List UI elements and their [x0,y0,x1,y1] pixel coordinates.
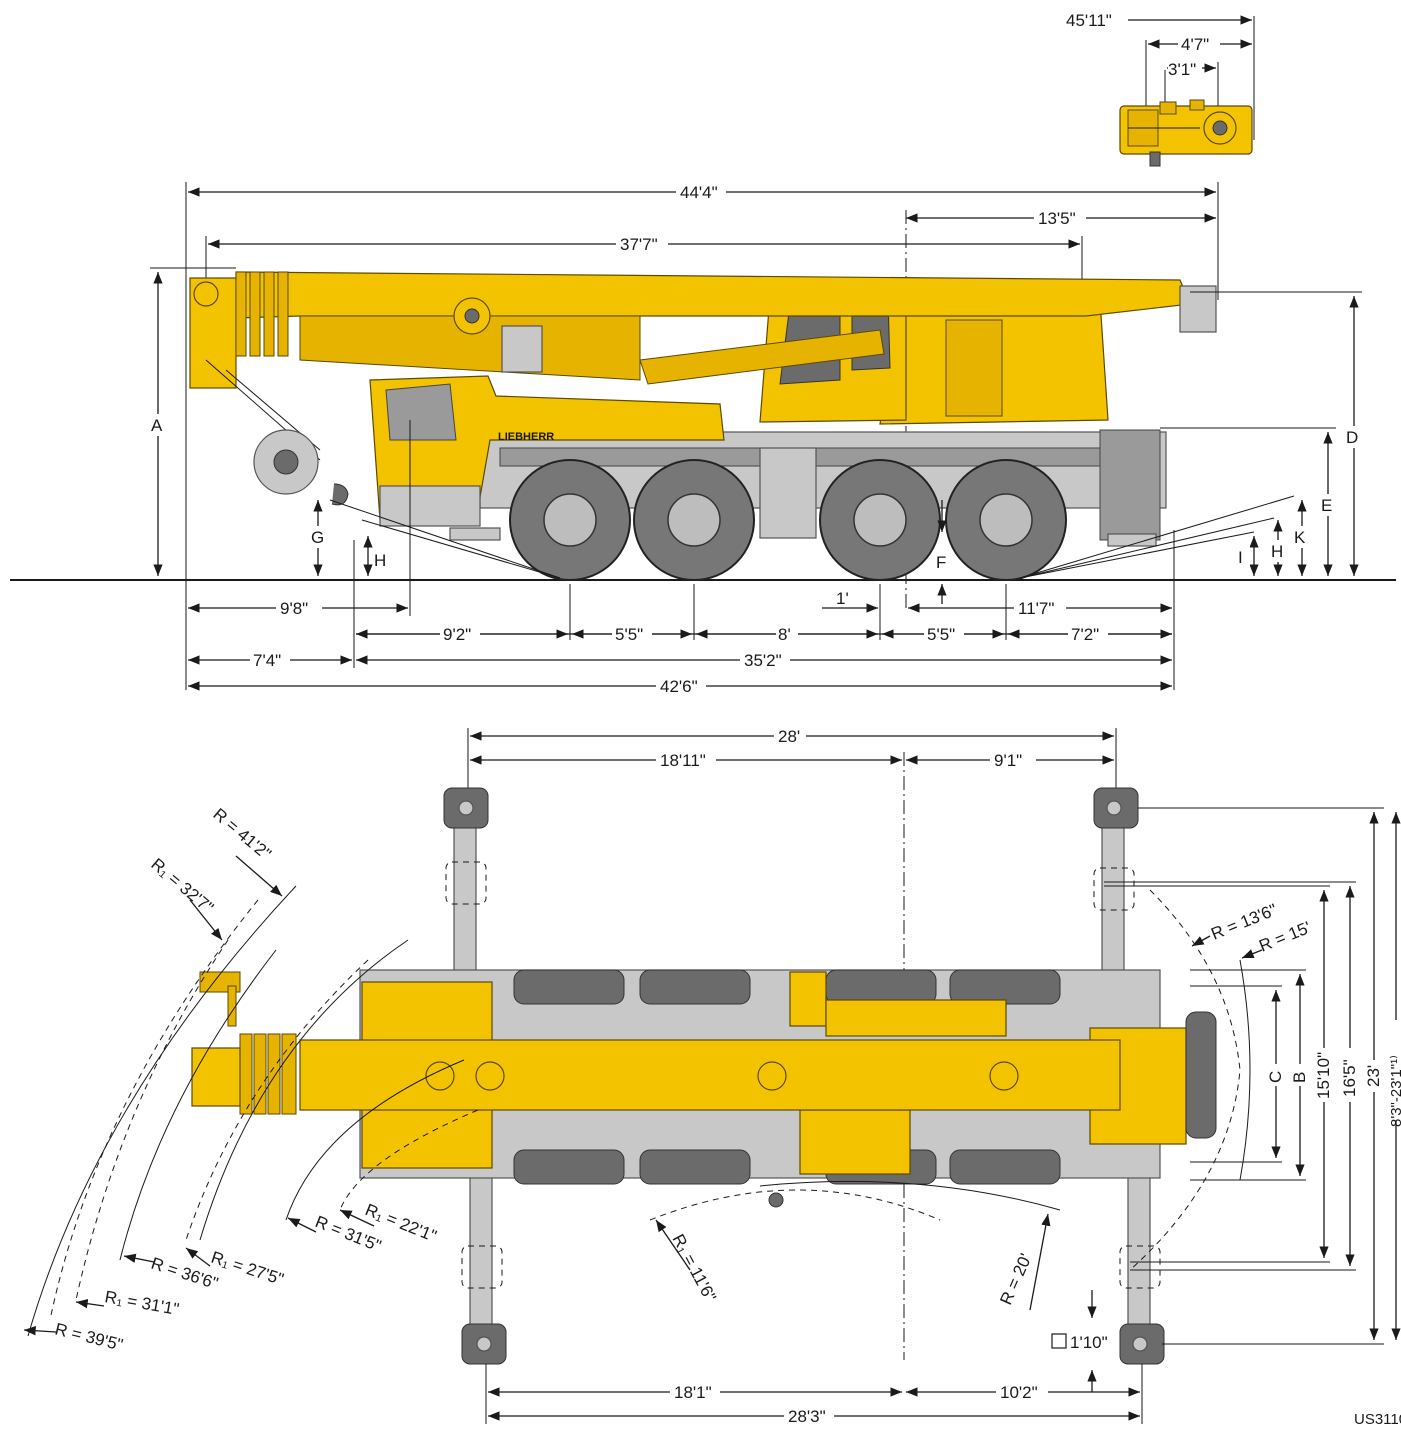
dim-42-6: 42'6" [660,677,698,696]
dim-9-2: 9'2" [443,625,471,644]
boom-telescopes [235,271,289,357]
dim-4-7: 4'7" [1181,35,1209,54]
dim-1: 1' [836,589,849,608]
plan-boom-telescopes [239,1033,297,1115]
dim-15-10: 15'10" [1314,1052,1333,1099]
dim-5-5-a: 5'5" [615,625,643,644]
dim-18-11: 18'11" [660,751,706,770]
dim-7-2: 7'2" [1071,625,1099,644]
label-H-front: H [374,551,386,570]
radius-r1-11-6: R₁ = 11'6" [668,1231,719,1305]
side-bottom-dimensions: 9'8" 11'7" 1' 9'2" 5'5" 8' 5'5" 7'2" 7'4… [188,420,1175,698]
dim-5-5-b: 5'5" [927,625,955,644]
dim-10-2: 10'2" [1000,1383,1038,1402]
plan-right-dimensions: C B 15'10" 16'5" 23' 8'3"-23'1"¹⁾ [1104,807,1401,1345]
dim-23: 23' [1364,1065,1383,1087]
dim-13-5: 13'5" [1038,209,1076,228]
dim-28-3: 28'3" [788,1407,826,1426]
tires [509,459,1067,581]
dim-7-4: 7'4" [253,651,281,670]
label-H-rear: H [1271,542,1283,561]
dim-18-1: 18'1" [674,1383,712,1402]
crane-side-view: LIEBHERR [10,271,1396,604]
label-C: C [1266,1071,1285,1083]
dim-9-1: 9'1" [994,751,1022,770]
crane-plan-view [191,787,1217,1365]
dim-3-1: 3'1" [1168,60,1196,79]
hook-block-detail [1119,99,1253,167]
plan-top-dimensions: 28' 18'11" 9'1" [467,726,1117,1360]
label-K: K [1294,528,1306,547]
side-vertical-dimensions: A D E K H I G H [148,267,1365,576]
dim-16-5: 16'5" [1340,1059,1359,1097]
top-detail: 45'11" 4'7" 3'1" [1060,8,1255,167]
radius-r1-32-7: R₁ = 32'7" [147,855,217,918]
radius-39-5: R = 39'5" [53,1319,125,1354]
dim-9-8: 9'8" [280,599,308,618]
dim-44-4: 44'4" [680,183,718,202]
dim-11-7: 11'7" [1018,599,1054,618]
dim-45-11: 45'11" [1066,11,1112,30]
label-F: F [936,553,946,572]
brand-label: LIEBHERR [498,431,554,443]
reference-code: US3110 [1354,1411,1401,1428]
dim-pad-1-10: 1'10" [1070,1333,1108,1352]
label-D: D [1346,428,1358,447]
radius-r1-31-1: R₁ = 31'1" [103,1287,180,1319]
label-B: B [1290,1072,1309,1083]
label-I: I [1238,548,1243,567]
radius-20: R = 20' [996,1251,1035,1308]
dim-35-2: 35'2" [744,651,782,670]
plan-bottom-dimensions: 18'1" 10'2" 28'3" 1'10" [485,1290,1143,1428]
label-A: A [151,416,163,435]
dim-28: 28' [778,727,800,746]
radius-r1-27-5: R₁ = 27'5" [209,1248,286,1289]
label-G: G [311,528,324,547]
dim-8-3-23-1: 8'3"-23'1"¹⁾ [1388,1055,1401,1127]
dim-8: 8' [778,625,791,644]
radius-41-2: R = 41'2" [209,805,274,864]
label-E: E [1321,496,1332,515]
dim-37-7: 37'7" [620,235,658,254]
